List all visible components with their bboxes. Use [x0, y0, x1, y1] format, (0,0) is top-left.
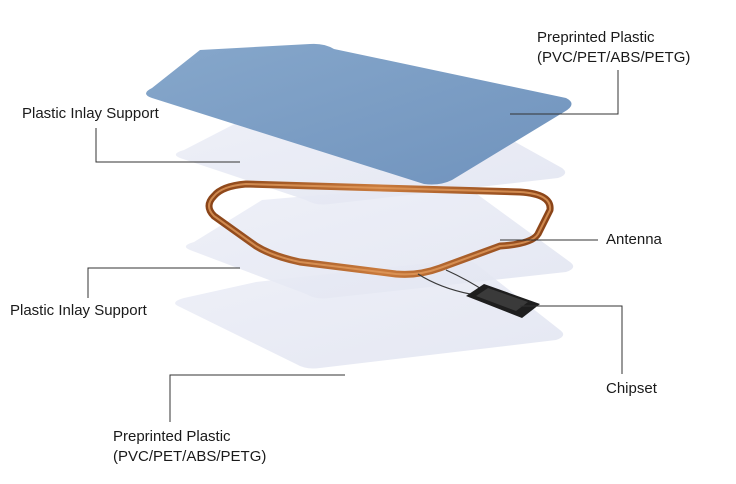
antenna-coil — [205, 180, 554, 278]
label-preprinted-plastic-top-line2: (PVC/PET/ABS/PETG) — [537, 49, 691, 66]
label-preprinted-plastic-bottom-line2: (PVC/PET/ABS/PETG) — [113, 448, 267, 465]
label-preprinted-plastic-top: Preprinted Plastic (PVC/PET/ABS/PETG) — [537, 28, 690, 68]
label-antenna: Antenna — [606, 230, 662, 250]
label-antenna-line1: Antenna — [606, 231, 662, 248]
label-preprinted-plastic-bottom: Preprinted Plastic (PVC/PET/ABS/PETG) — [113, 427, 266, 467]
leader-line-bottom-preprinted — [169, 374, 345, 422]
leader-line-bottom-inlay — [87, 267, 240, 298]
label-preprinted-plastic-bottom-line1: Preprinted Plastic — [113, 428, 231, 445]
label-preprinted-plastic-top-line1: Preprinted Plastic — [537, 29, 655, 46]
label-plastic-inlay-support-top: Plastic Inlay Support — [22, 104, 159, 124]
top-preprinted-plastic-layer — [146, 43, 572, 185]
antenna-coil-inner — [208, 183, 552, 276]
label-plastic-inlay-support-bottom: Plastic Inlay Support — [10, 301, 147, 321]
label-plastic-inlay-support-top-line1: Plastic Inlay Support — [22, 105, 159, 122]
lower-inlay-support-layer — [185, 183, 574, 299]
chip-wire-left — [417, 273, 471, 295]
leader-line-top-preprinted — [510, 70, 619, 115]
label-chipset-line1: Chipset — [606, 380, 657, 397]
label-chipset: Chipset — [606, 379, 657, 399]
label-plastic-inlay-support-bottom-line1: Plastic Inlay Support — [10, 302, 147, 319]
leader-line-top-inlay — [95, 128, 240, 163]
leader-line-chipset — [520, 305, 623, 374]
bottom-preprinted-plastic-layer — [175, 259, 564, 369]
chipset-highlight — [476, 288, 528, 311]
